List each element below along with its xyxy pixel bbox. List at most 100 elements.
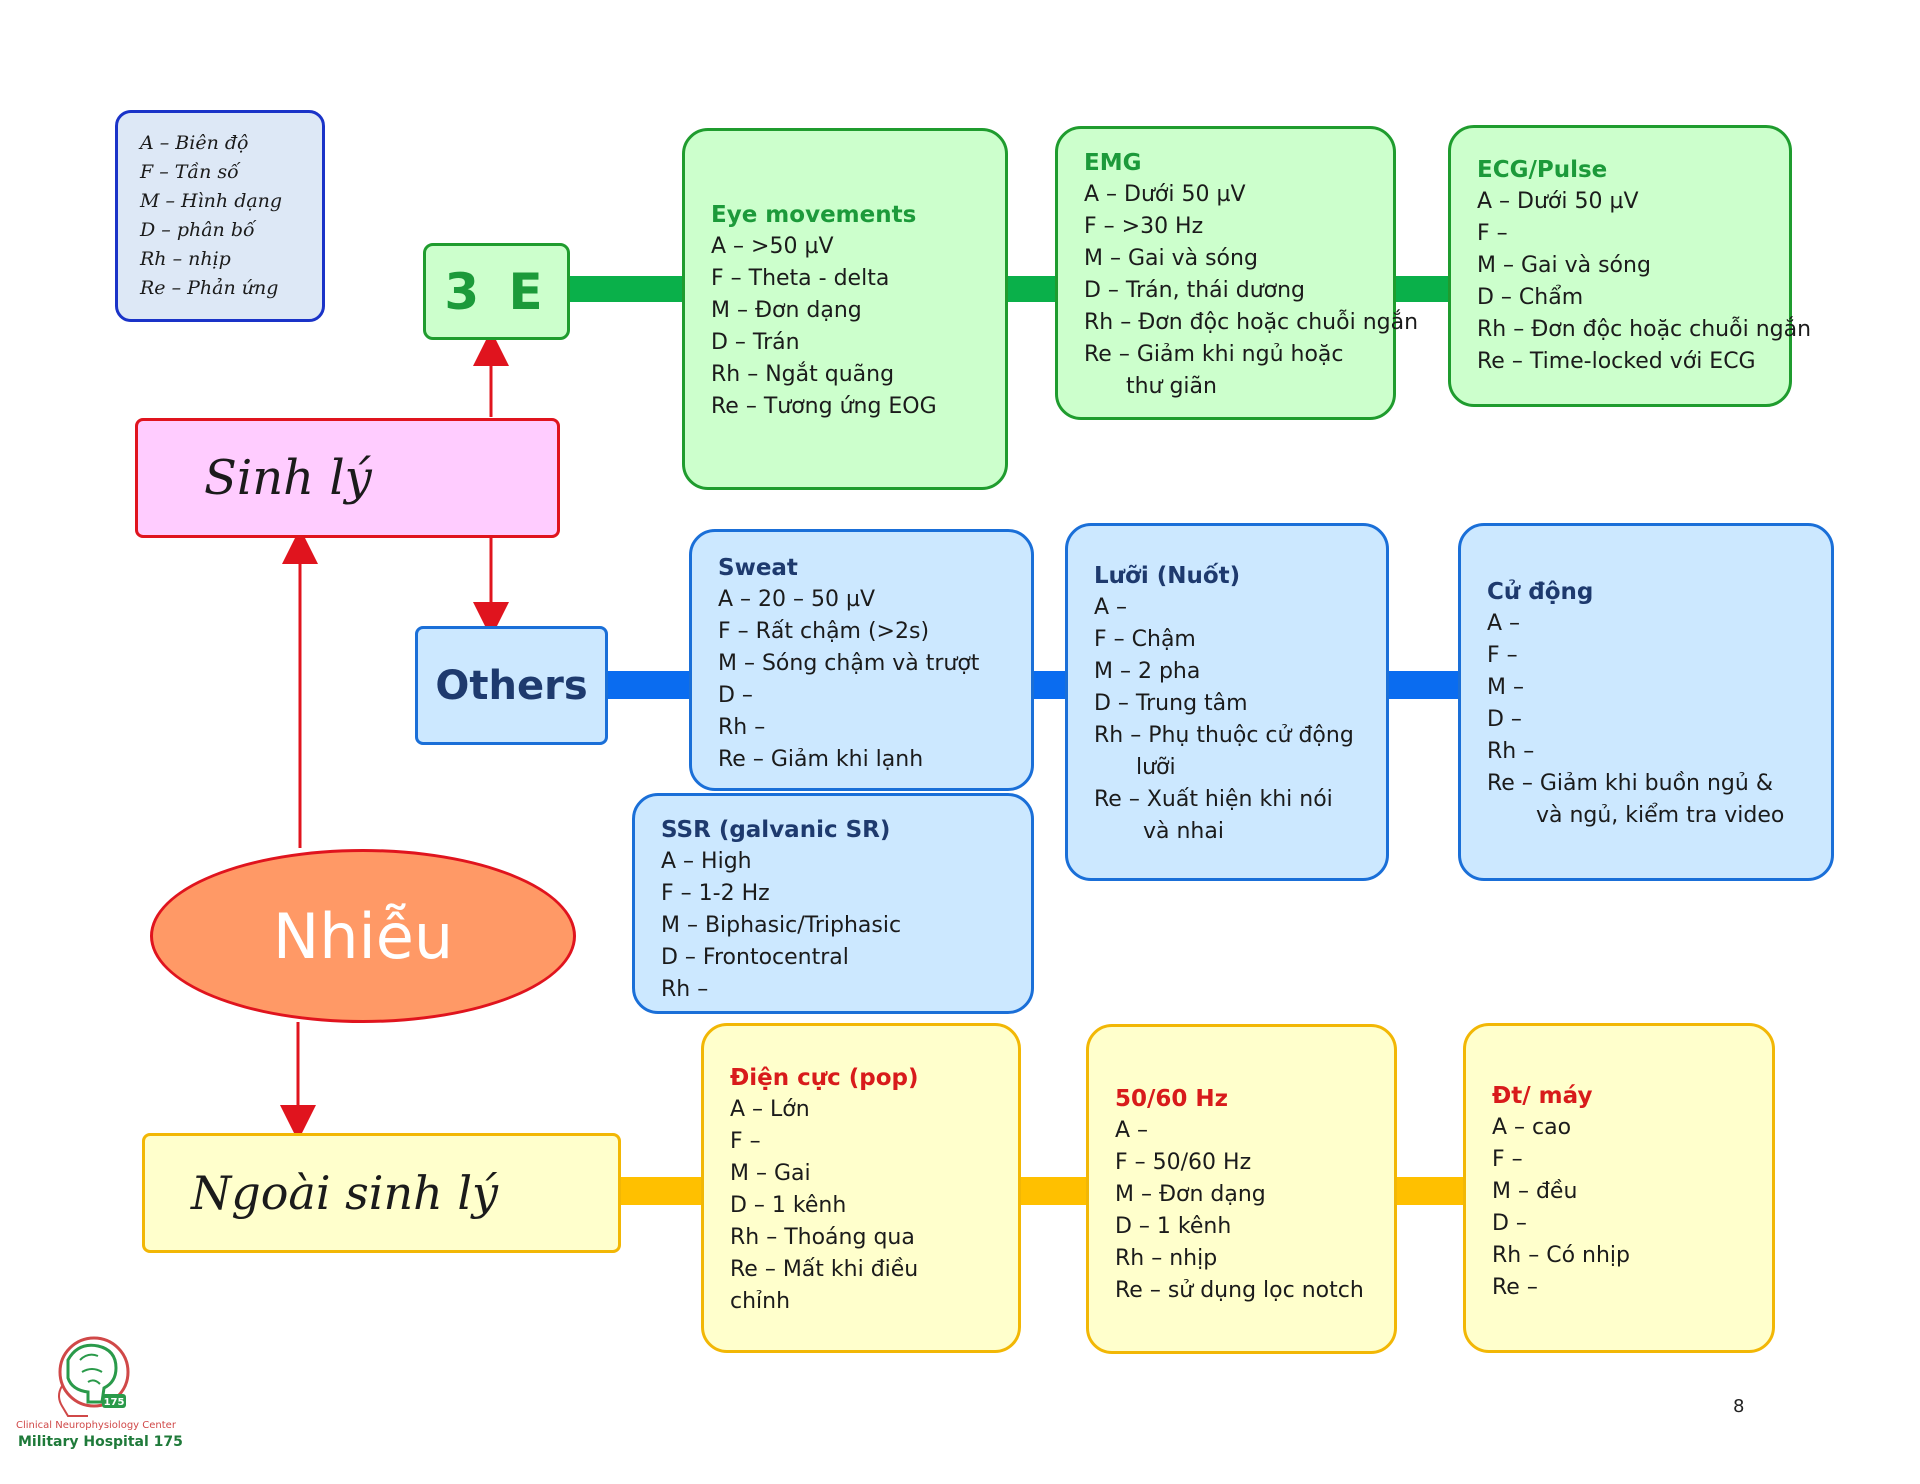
hospital-logo-icon: 175 bbox=[58, 1336, 130, 1417]
card-line: Rh – bbox=[1487, 739, 1535, 764]
card-tongue: Lưỡi (Nuốt) A – F – Chậm M – 2 pha D – T… bbox=[1065, 523, 1389, 881]
card-line: M – Đơn dạng bbox=[711, 298, 862, 323]
card-line: Re – Giảm khi ngủ hoặc bbox=[1084, 342, 1344, 367]
card-line: A – Dưới 50 µV bbox=[1477, 189, 1639, 214]
card-line: Rh – Ngắt quãng bbox=[711, 362, 895, 387]
card-line: D – 1 kênh bbox=[730, 1193, 847, 1218]
card-line: A – bbox=[1094, 595, 1128, 620]
card-title: SSR (galvanic SR) bbox=[661, 817, 891, 843]
logo-title: Military Hospital 175 bbox=[18, 1434, 183, 1450]
card-line: thư giãn bbox=[1084, 374, 1217, 399]
card-line: Rh – Đơn độc hoặc chuỗi ngắn bbox=[1477, 317, 1812, 342]
card-ssr: SSR (galvanic SR) A – High F – 1-2 Hz M … bbox=[632, 793, 1034, 1014]
card-line: Re – bbox=[1492, 1275, 1538, 1300]
card-line: Rh – nhịp bbox=[1115, 1246, 1218, 1271]
card-line: D – Frontocentral bbox=[661, 945, 849, 970]
card-title: 50/60 Hz bbox=[1115, 1086, 1229, 1112]
node-ngoai-sinh-ly-label: Ngoài sinh lý bbox=[191, 1166, 499, 1220]
card-line: A – bbox=[1487, 611, 1521, 636]
card-line: D – Trán bbox=[711, 330, 800, 355]
card-eye-movements: Eye movements A – >50 µV F – Theta - del… bbox=[682, 128, 1008, 490]
node-sinh-ly: Sinh lý bbox=[135, 418, 560, 538]
page-number: 8 bbox=[1733, 1396, 1745, 1417]
card-line: D – 1 kênh bbox=[1115, 1214, 1232, 1239]
card-ecg-pulse: ECG/Pulse A – Dưới 50 µV F – M – Gai và … bbox=[1448, 125, 1812, 407]
card-line: M – Sóng chậm và trượt bbox=[718, 651, 980, 676]
link-3e-eye bbox=[568, 276, 684, 302]
card-line: Re – Tương ứng EOG bbox=[711, 394, 937, 419]
link-emg-ecg bbox=[1394, 276, 1450, 302]
node-others: Others bbox=[415, 626, 608, 745]
card-line: F – bbox=[1487, 643, 1518, 668]
card-title: EMG bbox=[1084, 150, 1142, 176]
card-line: A – Lớn bbox=[730, 1097, 810, 1122]
card-line: Re – sử dụng lọc notch bbox=[1115, 1278, 1364, 1303]
card-line: F – bbox=[1477, 221, 1508, 246]
logo-badge-text: 175 bbox=[104, 1397, 125, 1408]
card-line: F – 50/60 Hz bbox=[1115, 1150, 1252, 1175]
card-line: Rh – bbox=[718, 715, 766, 740]
legend-box: A – Biên độ F – Tần số M – Hình dạng D –… bbox=[115, 110, 325, 322]
card-title: Lưỡi (Nuốt) bbox=[1094, 563, 1241, 589]
card-line: F – Chậm bbox=[1094, 627, 1196, 652]
card-line: D – bbox=[1487, 707, 1522, 732]
node-nhieu: Nhiễu bbox=[150, 849, 576, 1023]
card-line: M – Gai và sóng bbox=[1477, 253, 1651, 278]
card-line: F – Theta - delta bbox=[711, 266, 890, 291]
card-electrode-pop: Điện cực (pop) A – Lớn F – M – Gai D – 1… bbox=[701, 1023, 1021, 1353]
node-sinh-ly-label: Sinh lý bbox=[204, 450, 372, 506]
node-ngoai-sinh-ly: Ngoài sinh lý bbox=[142, 1133, 621, 1253]
card-line: và nhai bbox=[1094, 819, 1224, 844]
card-line: Rh – bbox=[661, 977, 709, 1002]
link-electrode-hz bbox=[1018, 1177, 1088, 1205]
link-eye-emg bbox=[1006, 276, 1060, 302]
card-sweat: Sweat A – 20 – 50 µV F – Rất chậm (>2s) … bbox=[689, 529, 1034, 791]
logo-subtitle: Clinical Neurophysiology Center bbox=[16, 1420, 176, 1431]
card-line: Rh – Đơn độc hoặc chuỗi ngắn bbox=[1084, 310, 1419, 335]
legend-line: Re – Phản ứng bbox=[140, 277, 279, 299]
card-title: Sweat bbox=[718, 555, 798, 581]
card-line: F – bbox=[1492, 1147, 1523, 1172]
card-line: Re – Giảm khi lạnh bbox=[718, 747, 924, 772]
card-title: Eye movements bbox=[711, 202, 917, 228]
card-line: Re – Mất khi điều bbox=[730, 1257, 919, 1282]
card-line: Rh – Có nhịp bbox=[1492, 1243, 1630, 1268]
card-emg: EMG A – Dưới 50 µV F – >30 Hz M – Gai và… bbox=[1055, 126, 1419, 420]
card-title: Đt/ máy bbox=[1492, 1083, 1593, 1109]
card-line: chỉnh bbox=[730, 1289, 791, 1314]
card-machine: Đt/ máy A – cao F – M – đều D – Rh – Có … bbox=[1463, 1023, 1775, 1353]
card-line: M – đều bbox=[1492, 1179, 1578, 1204]
node-nhieu-label: Nhiễu bbox=[272, 899, 454, 973]
legend-line: M – Hình dạng bbox=[140, 190, 283, 212]
node-3e-label: 3 E bbox=[444, 262, 549, 321]
card-line: D – Trung tâm bbox=[1094, 691, 1248, 716]
card-line: M – Biphasic/Triphasic bbox=[661, 913, 902, 938]
card-line: Rh – Thoáng qua bbox=[730, 1225, 915, 1250]
card-line: Re – Time-locked với ECG bbox=[1477, 349, 1756, 374]
card-title: Điện cực (pop) bbox=[730, 1065, 919, 1091]
card-line: F – 1-2 Hz bbox=[661, 881, 770, 906]
card-line: F – bbox=[730, 1129, 761, 1154]
card-line: M – Gai và sóng bbox=[1084, 246, 1258, 271]
card-line: lưỡi bbox=[1094, 755, 1176, 780]
card-title: Cử động bbox=[1487, 579, 1594, 605]
card-line: D – Chẩm bbox=[1477, 285, 1584, 310]
card-line: Re – Xuất hiện khi nói bbox=[1094, 787, 1333, 812]
card-line: F – >30 Hz bbox=[1084, 214, 1204, 239]
card-line: A – High bbox=[661, 849, 752, 874]
card-line: M – Gai bbox=[730, 1161, 811, 1186]
card-line: Rh – Phụ thuộc cử động bbox=[1094, 723, 1354, 748]
card-line: D – Trán, thái dương bbox=[1084, 278, 1306, 303]
link-ngoai-electrode bbox=[618, 1177, 704, 1205]
node-others-label: Others bbox=[435, 662, 588, 709]
card-title: ECG/Pulse bbox=[1477, 157, 1608, 183]
link-sweat-tongue bbox=[1031, 671, 1067, 699]
card-movement: Cử động A – F – M – D – Rh – Re – Giảm k… bbox=[1458, 523, 1834, 881]
card-line: A – 20 – 50 µV bbox=[718, 587, 876, 612]
card-line: A – bbox=[1115, 1118, 1149, 1143]
card-line: Re – Giảm khi buồn ngủ & bbox=[1487, 771, 1773, 796]
card-line: D – bbox=[718, 683, 753, 708]
card-line: F – Rất chậm (>2s) bbox=[718, 619, 930, 644]
card-line: A – cao bbox=[1492, 1115, 1572, 1140]
legend-line: Rh – nhịp bbox=[140, 248, 231, 270]
